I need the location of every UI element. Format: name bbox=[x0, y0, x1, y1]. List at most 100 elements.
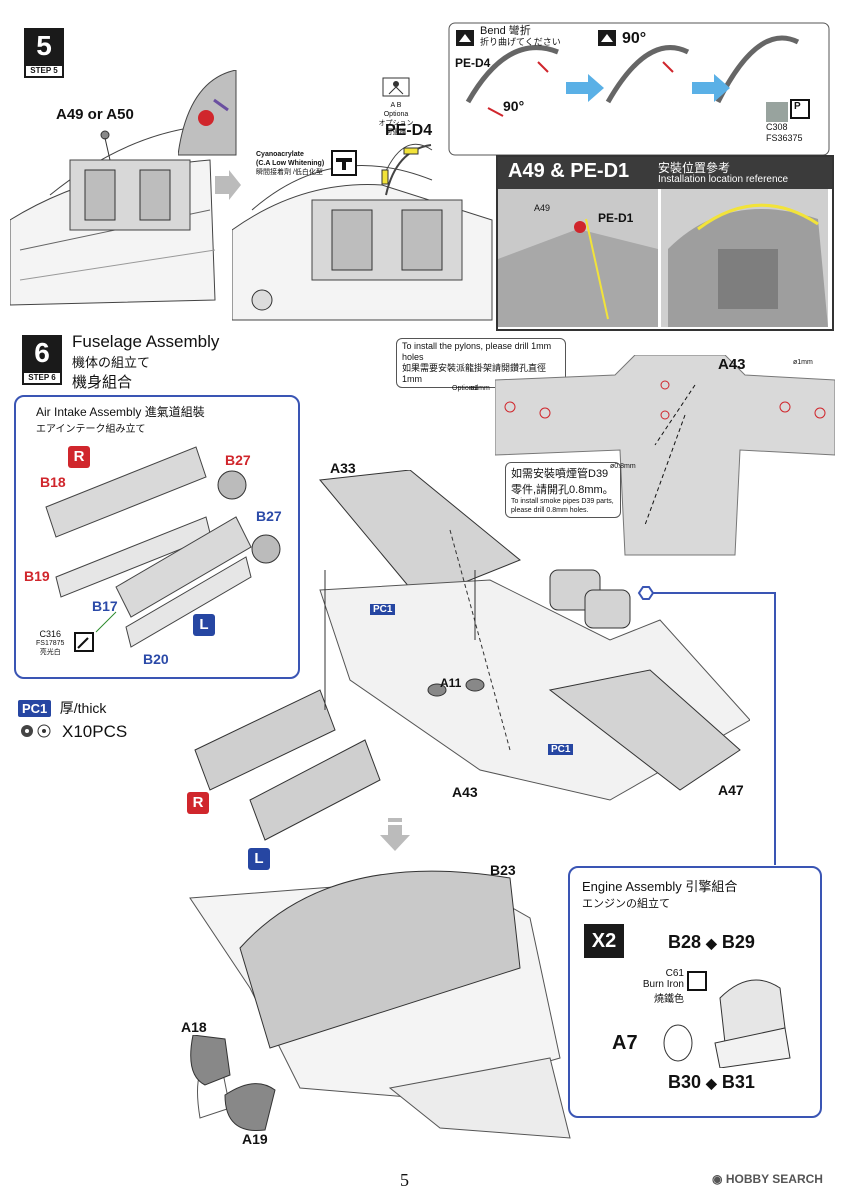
step-5-badge: 5 STEP 5 bbox=[24, 28, 64, 78]
fuselage-assembly-drawing bbox=[194, 470, 750, 841]
pe-d4-label: PE-D4 bbox=[385, 122, 433, 139]
cyano-title: Cyanoacrylate bbox=[256, 151, 304, 158]
optional-small: Optional bbox=[452, 385, 479, 392]
air-intake-panel: Air Intake Assembly 進氣道組裝 エアインテーク組み立て bbox=[14, 395, 300, 679]
cockpit-illustration-2 bbox=[232, 143, 493, 321]
paint-c61: C61 Burn Iron 燒鐵色 bbox=[624, 968, 684, 1005]
badge-l-intake: L bbox=[193, 614, 215, 636]
watermark: ◉ HOBBY SEARCH bbox=[712, 1172, 823, 1186]
part-a11: A11 bbox=[440, 676, 462, 690]
engine-title: Engine Assembly bbox=[582, 879, 682, 894]
pylon-note-en: To install the pylons, please drill 1mm … bbox=[402, 341, 552, 362]
optional-jp: オプション bbox=[378, 120, 414, 127]
bend-cn: 彎折 bbox=[508, 25, 531, 37]
engine-b28-b29: B28 ◆ B29 bbox=[668, 932, 755, 953]
step-5-number: 5 bbox=[36, 30, 52, 61]
ref-en: Installation location reference bbox=[658, 174, 789, 185]
smoke-pipe-note: 如需安裝噴煙管D39零件,請開孔0.8mm。 To install smoke … bbox=[505, 462, 621, 518]
step-6-number: 6 bbox=[34, 337, 50, 368]
engine-assembly-panel: Engine Assembly 引擎組合 エンジンの組立て X2 B28 ◆ B… bbox=[568, 866, 822, 1118]
pe-d4-part bbox=[381, 144, 432, 196]
pc1-tag-2: PC1 bbox=[548, 744, 574, 755]
paint-code: C308 bbox=[766, 122, 788, 132]
badge-l-main: L bbox=[248, 848, 270, 870]
optional-cn: 可選擇 bbox=[385, 129, 407, 136]
part-a7: A7 bbox=[612, 1032, 638, 1054]
drill-08mm: ø0.8mm bbox=[610, 463, 636, 470]
cyano-cn: 瞬間接着劑 /低白化型 bbox=[256, 169, 323, 176]
step-5-label: STEP 5 bbox=[24, 64, 64, 78]
bend-en: Bend bbox=[480, 25, 506, 37]
drill-1mm-side: ø1mm bbox=[793, 359, 813, 366]
paint-fs: FS36375 bbox=[766, 133, 803, 143]
part-a19: A19 bbox=[242, 1131, 268, 1147]
nose-parts-a18-a19 bbox=[190, 1035, 276, 1132]
part-b30: B30 bbox=[668, 1072, 702, 1092]
burn-cn: 燒鐵色 bbox=[654, 994, 684, 1005]
cyanoacrylate-note: Cyanoacrylate (C.A Low Whitening) 瞬間接着劑 … bbox=[256, 150, 324, 177]
bend-instruction-panel bbox=[448, 22, 830, 156]
paint-c316-code: C316 bbox=[39, 629, 61, 639]
optional-label: Optiona bbox=[383, 111, 409, 118]
pc1-label: PC1 bbox=[18, 700, 52, 717]
bend-text: Bend 彎折 折り曲げてください bbox=[480, 26, 561, 48]
ref-title: A49 & PE-D1 bbox=[508, 160, 630, 182]
smoke-en: To install smoke pipes D39 parts, please… bbox=[511, 498, 614, 514]
badge-r-main: R bbox=[187, 792, 209, 814]
part-b27-red: B27 bbox=[225, 452, 251, 468]
pylon-note-cn: 如果需要安裝派龍掛架請開鑽孔直徑1mm bbox=[402, 363, 547, 384]
paint-icon-p: P bbox=[794, 101, 801, 112]
glue-icon bbox=[331, 150, 357, 176]
pc1-desc: 厚/thick bbox=[59, 700, 107, 716]
part-b17: B17 bbox=[92, 598, 118, 614]
optional-badge: A B Optiona オプション 可選擇 bbox=[378, 76, 414, 137]
engine-callout-line bbox=[637, 586, 776, 865]
wing-underside-illustration bbox=[495, 355, 835, 556]
part-b28: B28 bbox=[668, 932, 702, 952]
part-a18: A18 bbox=[181, 1019, 207, 1035]
ref-cn: 安裝位置參考 bbox=[658, 161, 731, 175]
intake-heading: Air Intake Assembly 進氣道組裝 エアインテーク組み立て bbox=[36, 403, 205, 435]
drill-1mm-top: ø1mm bbox=[470, 385, 490, 392]
engine-parts-drawing bbox=[663, 971, 791, 1068]
pc1-legend: PC1 厚/thick X10PCS bbox=[18, 698, 127, 742]
part-b23: B23 bbox=[490, 862, 516, 878]
engine-jp: エンジンの組立て bbox=[582, 898, 670, 910]
part-a33: A33 bbox=[330, 460, 356, 476]
glue-diamond-icon: ◆ bbox=[706, 935, 717, 951]
intake-parts-drawing bbox=[45, 446, 281, 648]
part-b31: B31 bbox=[721, 1072, 755, 1092]
step-6-title: Fuselage Assembly 機体の組立て 機身組合 bbox=[72, 332, 219, 392]
part-b27-blue: B27 bbox=[256, 508, 282, 524]
reference-photos bbox=[498, 189, 828, 327]
intake-title: Air Intake Assembly bbox=[36, 405, 142, 419]
cockpit-detail-inset bbox=[178, 70, 237, 156]
pc1-icon bbox=[21, 724, 51, 738]
pc1-qty: X10PCS bbox=[62, 722, 128, 741]
title-en: Fuselage Assembly bbox=[72, 332, 220, 351]
engine-b30-b31: B30 ◆ B31 bbox=[668, 1072, 755, 1093]
paint-c316-cn: 亮光白 bbox=[39, 649, 61, 656]
part-b19: B19 bbox=[24, 568, 50, 584]
optional-parts: A B bbox=[390, 102, 402, 109]
step-arrow-1 bbox=[215, 170, 241, 200]
bend-jp: 折り曲げてください bbox=[480, 37, 561, 47]
paint-c316: C316 FS17875 亮光白 bbox=[36, 630, 64, 657]
ref-ped1: PE-D1 bbox=[598, 211, 634, 225]
watermark-logo-icon: ◉ bbox=[712, 1172, 723, 1186]
part-a47: A47 bbox=[718, 782, 744, 798]
part-b20: B20 bbox=[143, 651, 169, 667]
cockpit-illustration-1 bbox=[10, 124, 216, 306]
optional-icon bbox=[382, 77, 410, 97]
badge-r-intake: R bbox=[68, 446, 90, 468]
part-a43-wing: A43 bbox=[718, 356, 746, 373]
installation-reference-panel: A49 & PE-D1 安裝位置參考 Installation location… bbox=[496, 155, 834, 331]
intake-cn: 進氣道組裝 bbox=[144, 405, 205, 419]
step-6-badge: 6 STEP 6 bbox=[22, 335, 62, 385]
step-6-label: STEP 6 bbox=[22, 371, 62, 385]
part-a43-bottom: A43 bbox=[452, 784, 478, 800]
smoke-cn: 如需安裝噴煙管D39零件,請開孔0.8mm。 bbox=[511, 468, 614, 496]
pc1-tag-1: PC1 bbox=[370, 604, 396, 615]
paint-c316-fs: FS17875 bbox=[36, 640, 65, 647]
title-jp: 機体の組立て bbox=[72, 355, 151, 370]
